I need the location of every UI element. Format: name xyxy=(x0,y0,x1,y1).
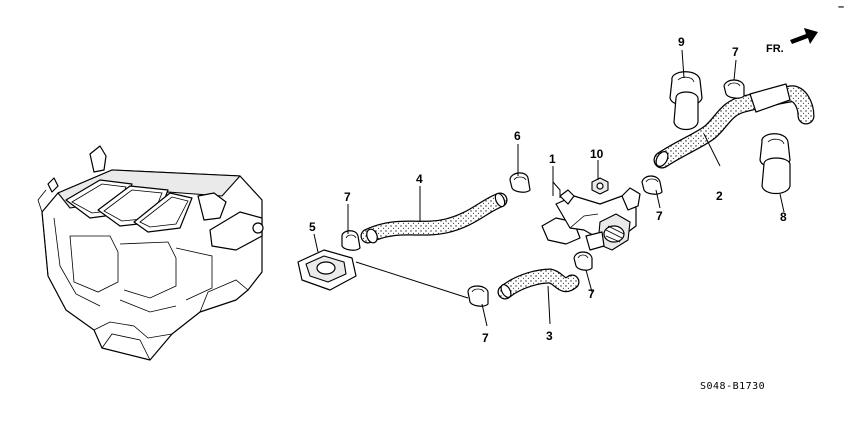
diagram-code: S048-B1730 xyxy=(700,381,765,392)
callout-7: 7 xyxy=(482,331,489,345)
clamp-7 xyxy=(341,230,361,251)
callout-7: 7 xyxy=(656,209,663,223)
callout-8: 8 xyxy=(780,210,787,224)
clamp-7 xyxy=(573,251,593,271)
callout-6: 6 xyxy=(514,129,521,143)
heater-unit xyxy=(37,145,264,361)
callout-3: 3 xyxy=(546,329,553,343)
clamp-8 xyxy=(759,133,791,195)
callout-10: 10 xyxy=(590,147,604,161)
front-label: FR. xyxy=(766,43,784,55)
callout-7: 7 xyxy=(588,287,595,301)
clamp-9 xyxy=(669,71,703,131)
water-valve xyxy=(541,187,641,251)
callout-4: 4 xyxy=(416,172,423,186)
leader-lines xyxy=(313,49,785,327)
callout-2: 2 xyxy=(716,189,723,203)
clamp-7 xyxy=(641,175,663,195)
nut-10 xyxy=(591,177,609,195)
gasket-5 xyxy=(297,249,357,291)
clamp-7 xyxy=(467,285,489,307)
callout-9: 9 xyxy=(678,35,685,49)
callout-1: 1 xyxy=(549,152,556,166)
clamp-6 xyxy=(509,172,531,193)
callout-5: 5 xyxy=(309,220,316,234)
front-direction-indicator: FR. xyxy=(766,28,818,55)
clamp-7 xyxy=(723,79,745,99)
front-arrow-icon xyxy=(790,28,818,44)
callout-7: 7 xyxy=(344,190,351,204)
callout-7: 7 xyxy=(732,45,739,59)
corner-mark: – xyxy=(838,1,844,13)
